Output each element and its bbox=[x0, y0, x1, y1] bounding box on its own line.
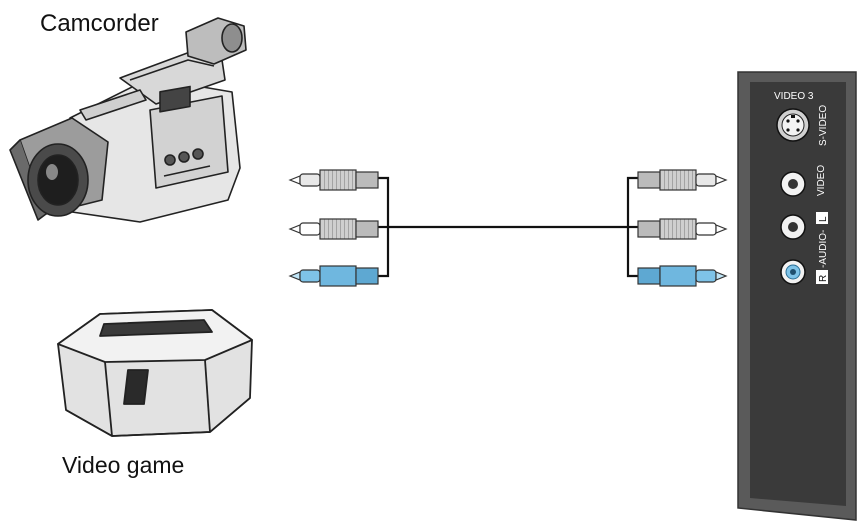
av-cable bbox=[378, 176, 638, 278]
audio-right-jack bbox=[780, 259, 806, 285]
plug-audio-right-left bbox=[288, 265, 379, 287]
plug-audio-right-right bbox=[637, 265, 728, 287]
tv-side-panel: VIDEO 3 S-VIDEO VIDEO bbox=[737, 71, 857, 521]
plug-video-left bbox=[288, 169, 379, 191]
video-game-illustration bbox=[57, 309, 253, 437]
svideo-label: S-VIDEO bbox=[818, 105, 829, 146]
audio-label: -AUDIO- bbox=[818, 230, 829, 268]
camcorder-illustration bbox=[9, 17, 247, 223]
audio-r-label: R bbox=[818, 275, 829, 282]
plug-tip bbox=[299, 173, 321, 187]
audio-l-label: L bbox=[818, 216, 829, 222]
video-label: VIDEO bbox=[816, 165, 827, 196]
audio-left-jack bbox=[780, 214, 806, 240]
plug-audio-left-right bbox=[637, 218, 728, 240]
plug-audio-left-left bbox=[288, 218, 379, 240]
video-jack bbox=[780, 171, 806, 197]
camcorder-label: Camcorder bbox=[40, 10, 159, 37]
panel-title: VIDEO 3 bbox=[774, 91, 814, 102]
plug-video-right bbox=[637, 169, 728, 191]
video-game-label: Video game bbox=[62, 452, 185, 478]
svideo-jack bbox=[776, 108, 810, 142]
